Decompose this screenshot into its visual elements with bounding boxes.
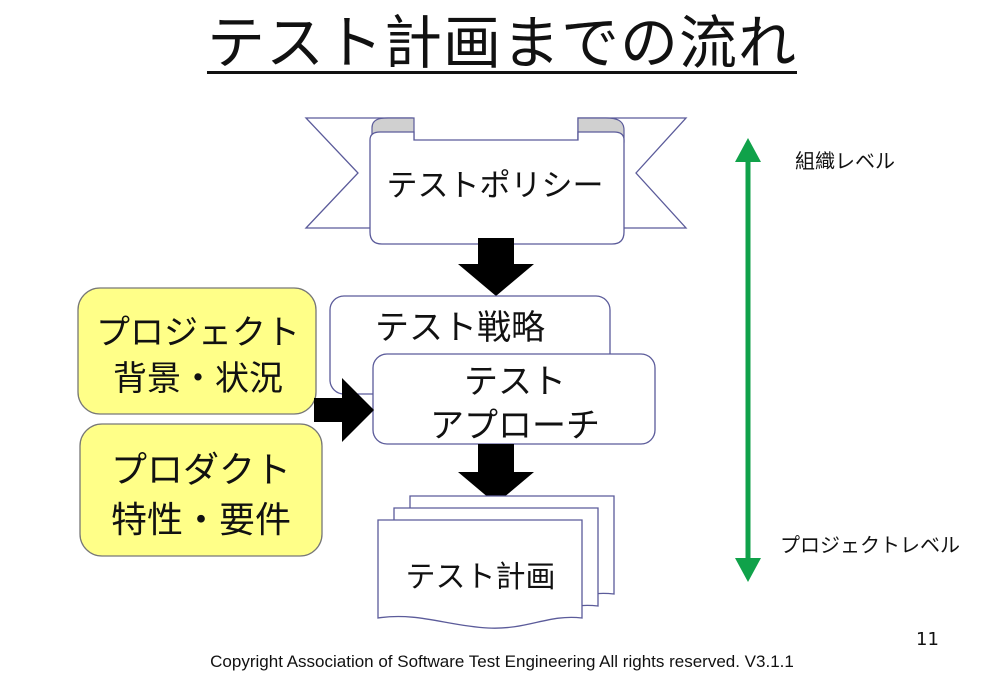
- project-context-label: プロジェクト 背景・状況: [80, 310, 316, 402]
- policy-banner: [304, 117, 688, 245]
- project-level-label: プロジェクトレベル: [780, 533, 960, 557]
- level-double-arrow: [735, 138, 761, 582]
- project-context-box: [77, 287, 317, 415]
- test-plan-label: テスト計画: [405, 560, 556, 595]
- slide-title: テスト計画までの流れ: [206, 9, 797, 77]
- arrow-right-inputs: [314, 378, 374, 442]
- page-number: 11: [916, 629, 939, 650]
- product-requirements-box: [79, 423, 323, 557]
- arrow-down-2: [458, 444, 534, 504]
- test-approach-line2: アプローチ: [430, 406, 600, 446]
- test-policy-label: テストポリシー: [386, 168, 604, 204]
- copyright-footer: Copyright Association of Software Test E…: [210, 652, 794, 671]
- product-requirements-line1: プロダクト: [110, 450, 291, 491]
- product-requirements-label: プロダクト 特性・要件: [80, 446, 322, 546]
- test-approach-label: テスト アプローチ: [374, 360, 656, 448]
- project-context-line2: 背景・状況: [113, 359, 283, 399]
- organization-level-label: 組織レベル: [795, 149, 895, 173]
- project-context-line1: プロジェクト: [96, 313, 300, 353]
- product-requirements-line2: 特性・要件: [110, 500, 291, 541]
- test-approach-line1: テスト: [464, 362, 566, 402]
- arrow-down-1: [458, 238, 534, 296]
- test-strategy-label: テスト戦略: [375, 308, 545, 348]
- test-plan-documents: [377, 495, 615, 629]
